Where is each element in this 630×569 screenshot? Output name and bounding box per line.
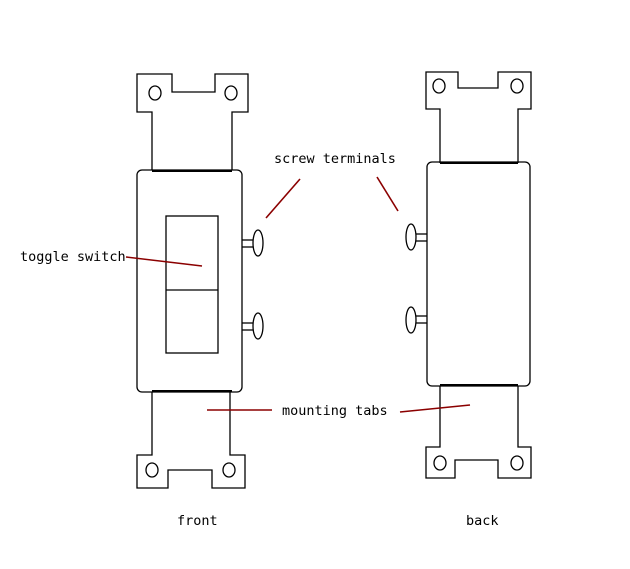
- front-switch-body: [136, 169, 243, 393]
- back-screw-terminal-lower: [405, 306, 427, 334]
- label-mounting-tabs: mounting tabs: [282, 403, 388, 419]
- back-switch-body: [426, 161, 531, 387]
- label-screw-terminals: screw terminals: [274, 151, 396, 167]
- leader-toggle-switch: [125, 256, 203, 267]
- label-toggle-switch: toggle switch: [20, 249, 126, 265]
- back-bottom-tab-left-hole: [433, 455, 447, 471]
- back-bottom-mounting-tab: [425, 386, 532, 479]
- front-top-tab-left-hole: [148, 85, 162, 101]
- front-switch: [136, 73, 264, 489]
- back-screw-terminal-upper: [405, 223, 427, 251]
- label-back: back: [466, 513, 499, 529]
- leader-screw-terminals-front: [265, 178, 301, 219]
- back-switch: [405, 71, 532, 479]
- front-top-mounting-tab: [136, 73, 249, 170]
- back-top-tab-right-hole: [510, 78, 524, 94]
- front-bottom-tab-right-hole: [222, 462, 236, 478]
- front-bottom-tab-left-hole: [145, 462, 159, 478]
- toggle-switch: [165, 215, 219, 354]
- front-top-tab-right-hole: [224, 85, 238, 101]
- label-front: front: [177, 513, 218, 529]
- back-top-tab-left-hole: [432, 78, 446, 94]
- front-screw-terminal-lower: [242, 312, 264, 340]
- front-screw-terminal-upper: [242, 229, 264, 257]
- back-bottom-tab-right-hole: [510, 455, 524, 471]
- leader-mounting-tabs-back: [399, 404, 471, 413]
- leader-screw-terminals-back: [376, 176, 399, 212]
- back-top-mounting-tab: [425, 71, 532, 163]
- front-bottom-mounting-tab: [136, 392, 246, 489]
